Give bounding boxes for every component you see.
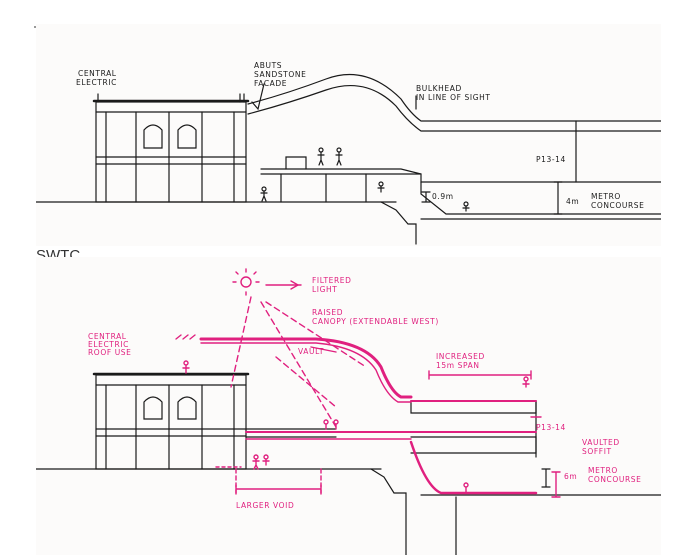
- larger-void-dim: [235, 484, 322, 494]
- label-concourse-height: 4m: [566, 197, 579, 206]
- label-vault: VAULT: [298, 347, 324, 356]
- label-metro-1: METRO: [588, 466, 618, 475]
- label-abuts-2: SANDSTONE: [254, 70, 306, 79]
- existing-canopy: [247, 73, 661, 122]
- ground-line: [36, 201, 417, 245]
- proposed-section-sketch: FILTERED LIGHT CENTRAL ELECTRIC ROOF USE…: [36, 257, 661, 555]
- scan-speck: [34, 26, 36, 28]
- sun: [240, 276, 252, 288]
- label-raised-1: RAISED: [312, 308, 343, 317]
- canopy-hatch: [175, 334, 196, 340]
- central-electric-building: [95, 101, 247, 203]
- light-ray: [230, 296, 252, 388]
- arched-window: [177, 124, 197, 149]
- label-platform: P13-14: [536, 423, 566, 432]
- central-electric-building: [95, 374, 247, 470]
- label-bulkhead-2: IN LINE OF SIGHT: [416, 93, 491, 102]
- raised-canopy: [199, 337, 413, 399]
- arched-window: [143, 124, 163, 149]
- label-vaulted-1: VAULTED: [582, 438, 620, 447]
- label-filtered-1: FILTERED: [312, 276, 352, 285]
- label-bulkhead-1: BULKHEAD: [416, 84, 462, 93]
- concourse-slab: [420, 181, 661, 215]
- concourse-dim: [551, 471, 561, 498]
- label-central-3: ROOF USE: [88, 348, 132, 357]
- people-figures: [260, 147, 470, 212]
- label-raised-2: CANOPY (EXTENDABLE WEST): [312, 317, 439, 326]
- existing-section-drawing: CENTRAL ELECTRIC ABUTS SANDSTONE FACADE …: [36, 61, 661, 245]
- existing-section-sketch: CENTRAL ELECTRIC ABUTS SANDSTONE FACADE …: [36, 24, 661, 246]
- arched-window: [143, 396, 163, 420]
- label-increased-1: INCREASED: [436, 352, 485, 361]
- label-abuts-3: FACADE: [254, 79, 287, 88]
- ground-line: [36, 468, 407, 555]
- label-central-2: ELECTRIC: [88, 340, 129, 349]
- label-vaulted-2: SOFFIT: [582, 447, 612, 456]
- label-metro-1: METRO: [591, 192, 621, 201]
- label-abuts-1: ABUTS: [254, 61, 282, 70]
- label-concourse-height: 6m: [564, 472, 577, 481]
- arched-window: [177, 396, 197, 420]
- label-platform: P13-14: [536, 155, 566, 164]
- label-central-electric-2: ELECTRIC: [76, 78, 117, 87]
- label-central-1: CENTRAL: [88, 332, 127, 341]
- people-figures: [182, 360, 530, 493]
- label-metro-2: CONCOURSE: [591, 201, 645, 210]
- label-increased-2: 15m SPAN: [436, 361, 480, 370]
- label-larger-void: LARGER VOID: [236, 501, 294, 510]
- label-filtered-2: LIGHT: [312, 285, 337, 294]
- label-clearance: 0.9m: [432, 192, 454, 201]
- track-deck: [260, 168, 661, 183]
- label-central-electric-1: CENTRAL: [78, 69, 117, 78]
- proposed-section-drawing: FILTERED LIGHT CENTRAL ELECTRIC ROOF USE…: [36, 268, 661, 555]
- label-metro-2: CONCOURSE: [588, 475, 642, 484]
